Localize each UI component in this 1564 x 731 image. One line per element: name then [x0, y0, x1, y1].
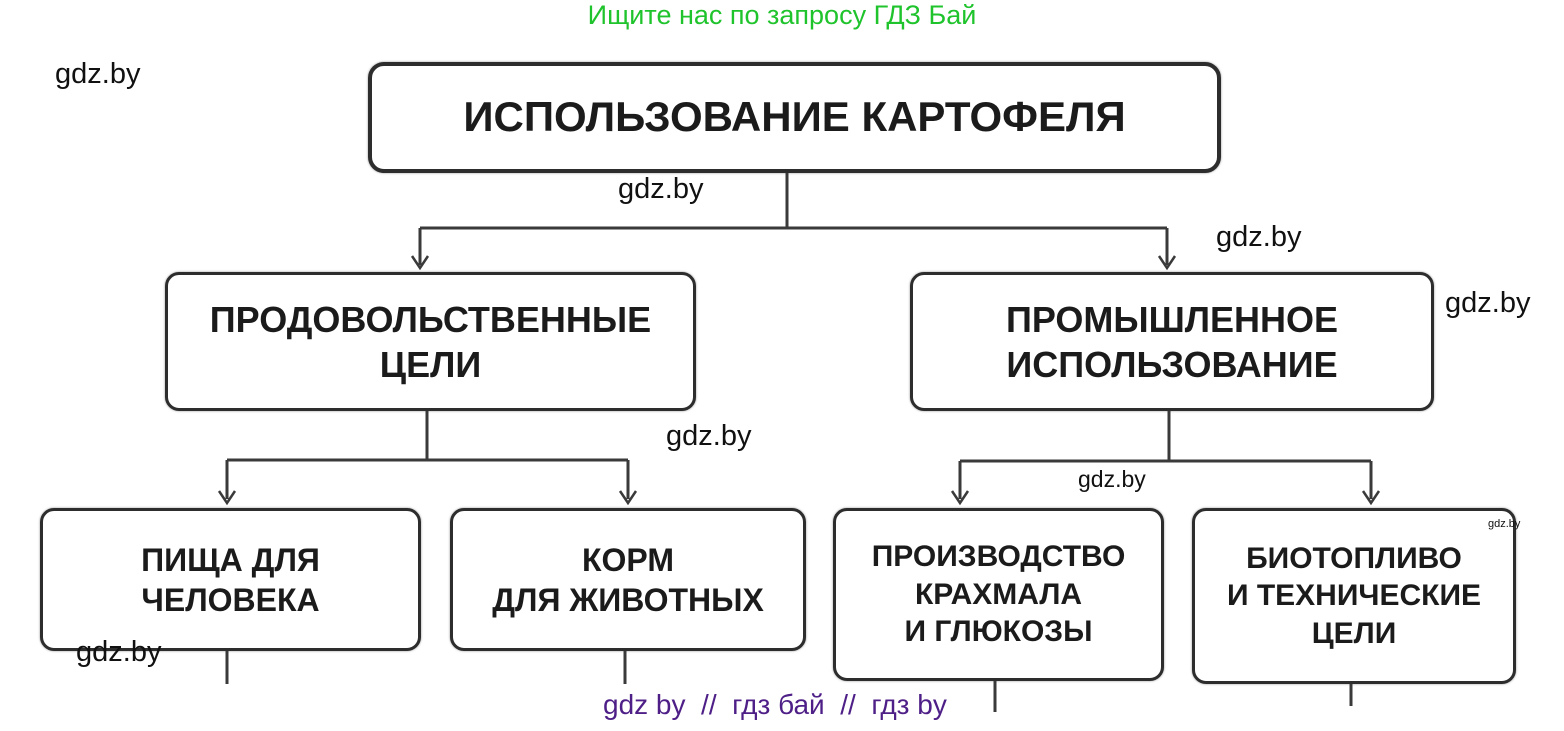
connector-industrial-to-children [958, 406, 1373, 499]
watermark-gdz-by: gdz.by [666, 420, 752, 452]
promo-footer-text: gdz by // гдз бай // гдз by [603, 689, 947, 720]
watermark-gdz-by: gdz.by [76, 636, 162, 668]
node-label-line: ЦЕЛИ [1311, 616, 1397, 650]
node-root-potato-usage: ИСПОЛЬЗОВАНИЕ КАРТОФЕЛЯ [368, 62, 1221, 173]
node-label-line: И ГЛЮКОЗЫ [904, 615, 1093, 649]
node-label-line: ПРОИЗВОДСТВО [871, 540, 1126, 574]
node-label-line: КОРМ [582, 541, 674, 578]
connector-food-to-children [225, 406, 630, 499]
node-label-line: БИОТОПЛИВО [1246, 541, 1462, 575]
arrowhead-industrial [1157, 255, 1177, 271]
watermark-gdz-by: gdz.by [1488, 518, 1521, 530]
watermark-gdz-by: gdz.by [1216, 221, 1302, 253]
node-label-line: ИСПОЛЬЗОВАНИЕ [1006, 343, 1338, 385]
arrowhead-animal-feed [618, 490, 638, 506]
node-food-purposes: ПРОДОВОЛЬСТВЕННЫЕ ЦЕЛИ [165, 272, 696, 411]
node-label-line: ПРОМЫШЛЕННОЕ [1005, 298, 1339, 340]
node-label-line: ПРОДОВОЛЬСТВЕННЫЕ [209, 298, 652, 340]
watermark-gdz-by: gdz.by [55, 58, 141, 90]
arrowhead-biofuel [1361, 490, 1381, 506]
node-label-line: ЦЕЛИ [379, 343, 482, 385]
node-label-line: И ТЕХНИЧЕСКИЕ [1226, 579, 1482, 613]
arrowhead-food [410, 255, 430, 271]
node-industrial-use: ПРОМЫШЛЕННОЕ ИСПОЛЬЗОВАНИЕ [910, 272, 1434, 411]
watermark-gdz-by: gdz.by [1078, 466, 1146, 492]
node-animal-feed: КОРМ ДЛЯ ЖИВОТНЫХ [450, 508, 806, 651]
node-starch-glucose-production: ПРОИЗВОДСТВО КРАХМАЛА И ГЛЮКОЗЫ [833, 508, 1164, 681]
arrowhead-starch [950, 490, 970, 506]
watermark-gdz-by: gdz.by [1445, 287, 1531, 319]
node-label-line: ДЛЯ ЖИВОТНЫХ [492, 581, 764, 618]
node-label-line: ИСПОЛЬЗОВАНИЕ КАРТОФЕЛЯ [463, 93, 1126, 141]
watermark-gdz-by: gdz.by [618, 173, 704, 205]
node-human-food: ПИЩА ДЛЯ ЧЕЛОВЕКА [40, 508, 421, 651]
node-label-line: КРАХМАЛА [914, 577, 1083, 611]
arrowhead-human-food [217, 490, 237, 506]
connector-root-to-level2 [418, 167, 1169, 265]
node-label-line: ЧЕЛОВЕКА [141, 581, 320, 618]
promo-header-text: Ищите нас по запросу ГДЗ Бай [587, 0, 977, 30]
node-label-line: ПИЩА ДЛЯ [141, 541, 320, 578]
node-biofuel-technical: БИОТОПЛИВО И ТЕХНИЧЕСКИЕ ЦЕЛИ [1192, 508, 1516, 684]
